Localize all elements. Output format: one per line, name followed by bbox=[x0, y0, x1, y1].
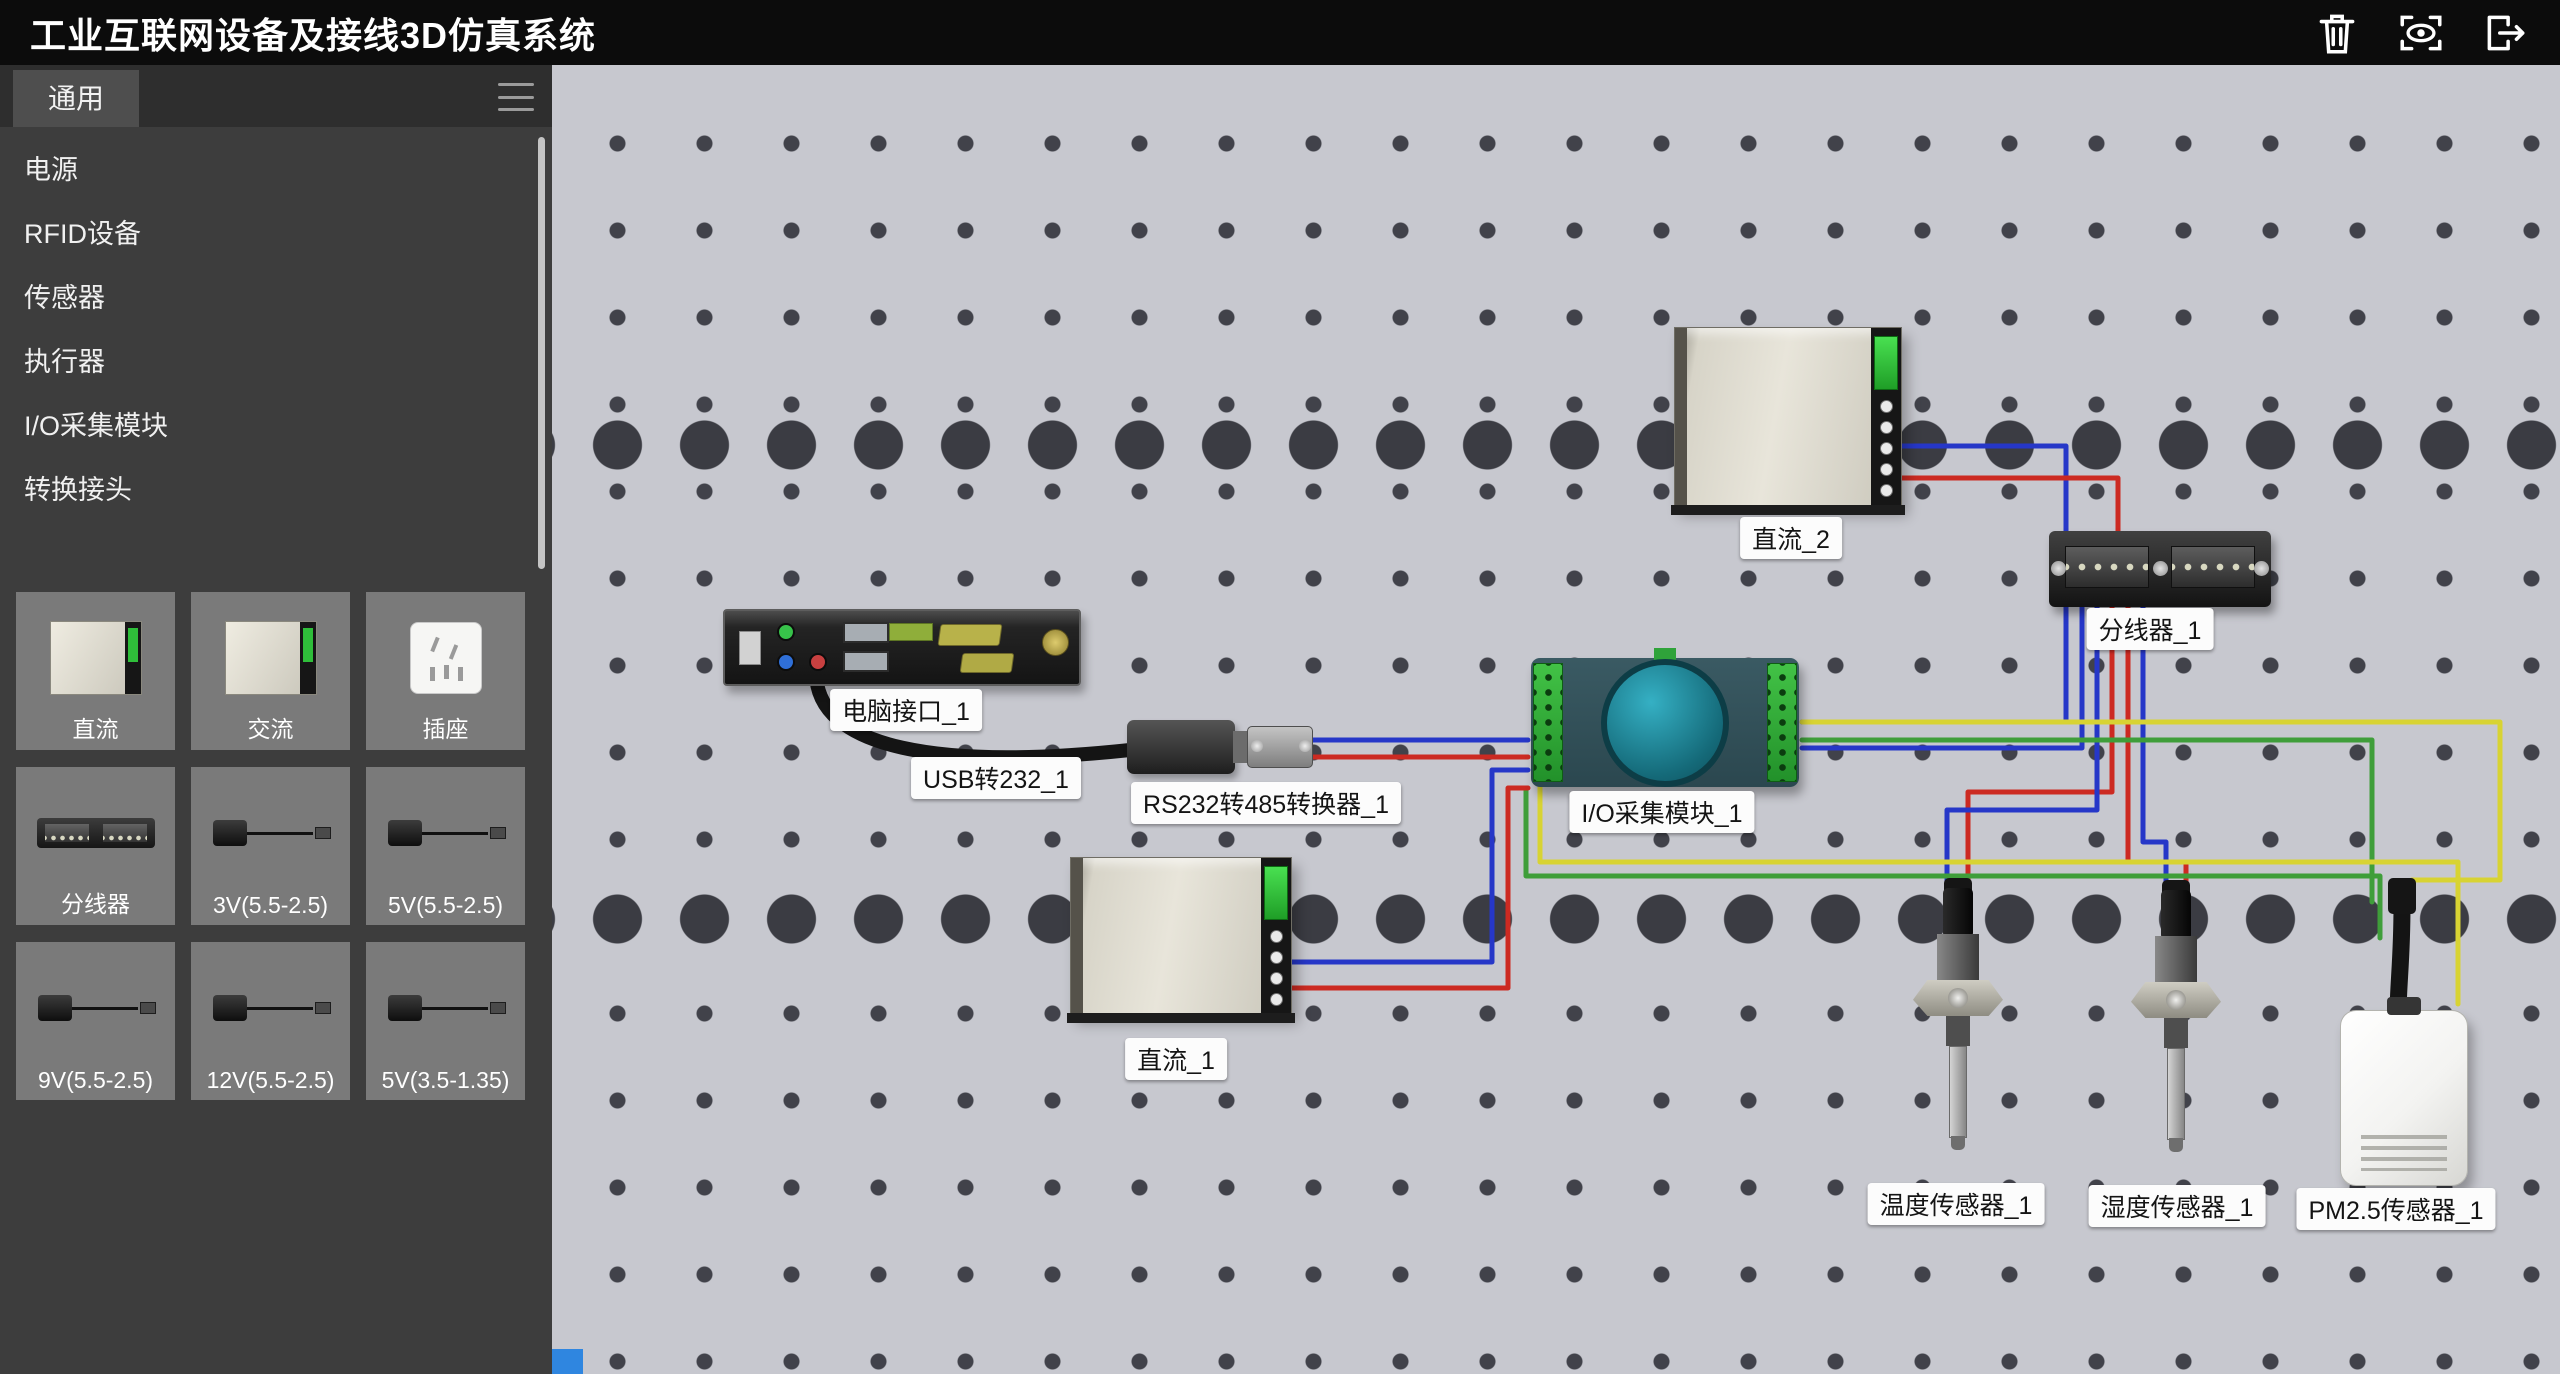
green-terminal bbox=[1874, 336, 1898, 390]
category-rfid[interactable]: RFID设备 bbox=[24, 218, 141, 249]
label-temp-sensor-1: 温度传感器_1 bbox=[1867, 1183, 2045, 1225]
sidebar-tabbar: 通用 bbox=[0, 65, 552, 127]
menu-icon[interactable] bbox=[498, 83, 534, 111]
adapter-icon bbox=[34, 990, 158, 1026]
io-terminal-strip-right bbox=[1767, 663, 1797, 782]
label-rs232-485-1: RS232转485转换器_1 bbox=[1131, 782, 1401, 824]
category-io-module[interactable]: I/O采集模块 bbox=[24, 410, 169, 441]
label-usb-232-1: USB转232_1 bbox=[911, 757, 1081, 799]
device-splitter-1[interactable] bbox=[2049, 531, 2271, 607]
tile-5v-adapter[interactable]: 5V(5.5-2.5) bbox=[366, 767, 525, 925]
tile-5v-mini-adapter[interactable]: 5V(3.5-1.35) bbox=[366, 942, 525, 1100]
exit-icon bbox=[2487, 15, 2525, 50]
category-list: 电源 RFID设备 传感器 执行器 I/O采集模块 转换接头 bbox=[0, 135, 552, 519]
device-dc-2[interactable] bbox=[1671, 327, 1905, 515]
adapter-icon bbox=[209, 815, 333, 851]
serial-port bbox=[959, 653, 1015, 673]
label-pc-interface-1: 电脑接口_1 bbox=[830, 689, 982, 731]
audio-jack-red bbox=[809, 653, 827, 671]
topbar: 工业互联网设备及接线3D仿真系统 bbox=[0, 0, 2560, 65]
view-button[interactable] bbox=[2392, 6, 2450, 60]
audio-jack-blue bbox=[777, 653, 795, 671]
delete-button[interactable] bbox=[2308, 6, 2366, 60]
usb-port bbox=[843, 622, 889, 643]
label-splitter-1: 分线器_1 bbox=[2086, 608, 2214, 650]
socket-icon bbox=[409, 622, 482, 694]
device-pm25-sensor-1[interactable] bbox=[2340, 1010, 2468, 1186]
tile-3v-adapter[interactable]: 3V(5.5-2.5) bbox=[191, 767, 350, 925]
label-pm25-sensor-1: PM2.5传感器_1 bbox=[2296, 1188, 2496, 1230]
device-temp-sensor-1[interactable] bbox=[1913, 888, 2003, 1156]
tile-splitter[interactable]: 分线器 bbox=[16, 767, 175, 925]
adapter-icon bbox=[384, 815, 508, 851]
adapter-icon bbox=[384, 990, 508, 1026]
io-terminal-strip-left bbox=[1533, 663, 1563, 782]
pegboard-hole-row bbox=[552, 420, 2560, 470]
tile-9v-adapter[interactable]: 9V(5.5-2.5) bbox=[16, 942, 175, 1100]
trash-icon bbox=[2319, 14, 2355, 54]
eye-icon bbox=[2400, 15, 2442, 50]
tile-dc[interactable]: 直流 bbox=[16, 592, 175, 750]
tile-socket[interactable]: 插座 bbox=[366, 592, 525, 750]
category-sensor[interactable]: 传感器 bbox=[24, 282, 105, 313]
label-io-module-1: I/O采集模块_1 bbox=[1569, 791, 1755, 833]
sidebar: 通用 电源 RFID设备 传感器 执行器 I/O采集模块 转换接头 直流 交流 … bbox=[0, 65, 552, 1374]
tab-general[interactable]: 通用 bbox=[13, 70, 139, 127]
pegboard-hole-row bbox=[552, 894, 2560, 944]
category-actuator[interactable]: 执行器 bbox=[24, 346, 105, 377]
corner-chip bbox=[552, 1349, 583, 1374]
tile-12v-adapter[interactable]: 12V(5.5-2.5) bbox=[191, 942, 350, 1100]
app-title: 工业互联网设备及接线3D仿真系统 bbox=[30, 14, 597, 56]
device-usb-232-1[interactable] bbox=[1127, 714, 1317, 780]
tile-ac[interactable]: 交流 bbox=[191, 592, 350, 750]
splitter-icon bbox=[36, 818, 155, 848]
vent-slots bbox=[2361, 1135, 2447, 1171]
audio-jack-green bbox=[777, 623, 795, 641]
device-humidity-sensor-1[interactable] bbox=[2131, 890, 2221, 1158]
round-connector bbox=[1042, 629, 1069, 656]
label-dc-1: 直流_1 bbox=[1125, 1038, 1227, 1080]
label-dc-2: 直流_2 bbox=[1740, 517, 1842, 559]
topbar-icons bbox=[2308, 6, 2534, 60]
green-terminal bbox=[1264, 866, 1288, 920]
device-dc-1[interactable] bbox=[1067, 857, 1295, 1023]
exit-button[interactable] bbox=[2476, 6, 2534, 60]
io-module-dial bbox=[1601, 658, 1729, 787]
usb-port bbox=[843, 651, 889, 672]
category-power[interactable]: 电源 bbox=[24, 154, 78, 185]
dc-psu-icon bbox=[49, 621, 142, 695]
label-humidity-sensor-1: 湿度传感器_1 bbox=[2088, 1185, 2266, 1227]
sidebar-scrollbar[interactable] bbox=[538, 137, 545, 569]
vga-port bbox=[937, 624, 1003, 646]
adapter-icon bbox=[209, 990, 333, 1026]
ac-psu-icon bbox=[224, 621, 317, 695]
component-palette: 直流 交流 插座 分线器 3V(5.5-2.5) 5V(5.5-2.5) bbox=[16, 592, 525, 1100]
category-adapter[interactable]: 转换接头 bbox=[24, 474, 132, 505]
device-pc-interface-1[interactable] bbox=[723, 609, 1081, 686]
device-io-module-1[interactable] bbox=[1531, 648, 1799, 787]
